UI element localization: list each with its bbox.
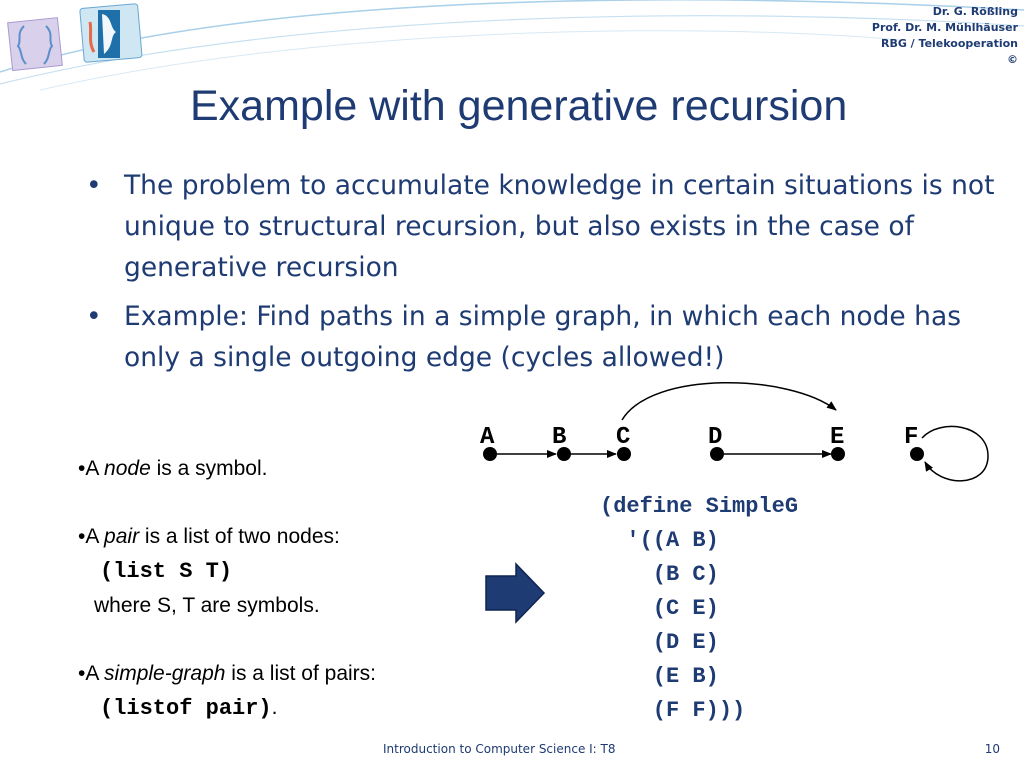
scheme-code-block: (define SimpleG '((A B) (B C) (C E) (D E… <box>600 490 798 728</box>
bullet-icon: • <box>86 301 102 332</box>
pair-code: (list S T) <box>100 559 233 584</box>
node-definition: •A node is a symbol. <box>78 457 268 480</box>
bullet-item: • The problem to accumulate knowledge in… <box>86 165 1001 288</box>
data-definitions: •A node is a symbol. •A pair is a list o… <box>78 452 376 726</box>
node-label-a: A <box>480 424 495 451</box>
credit-line: © <box>1007 53 1018 66</box>
simple-graph-definition: •A simple-graph is a list of pairs: <box>78 662 376 685</box>
bullet-item: • Example: Find paths in a simple graph,… <box>86 296 1001 378</box>
code-line: (E B) <box>600 664 719 689</box>
node-label-c: C <box>616 424 630 451</box>
bullet-text: The problem to accumulate knowledge in c… <box>124 170 995 283</box>
node-c-dot <box>617 447 631 461</box>
code-line: '((A B) <box>600 528 719 553</box>
pair-where-text: where S, T are symbols. <box>94 594 320 617</box>
right-arrow-icon <box>485 562 546 624</box>
code-line: (define SimpleG <box>600 494 799 519</box>
faces-logo-icon <box>7 17 63 72</box>
bullet-icon: • <box>86 170 102 201</box>
node-label-d: D <box>708 424 722 451</box>
node-label-f: F <box>904 424 918 451</box>
pair-definition: •A pair is a list of two nodes: <box>78 525 340 548</box>
node-f-dot <box>910 447 924 461</box>
node-label-e: E <box>830 424 844 451</box>
term-simple-graph: simple-graph <box>104 662 226 685</box>
term-pair: pair <box>104 525 140 548</box>
node-a-dot <box>483 447 497 461</box>
code-line: (F F))) <box>600 698 746 723</box>
term-node: node <box>104 457 151 480</box>
credit-line: RBG / Telekooperation <box>880 37 1018 50</box>
node-b-dot <box>557 447 571 461</box>
author-credits: Dr. G. Rößling Prof. Dr. M. Mühlhäuser R… <box>872 4 1018 68</box>
edge-c-e <box>621 382 837 421</box>
credit-line: Prof. Dr. M. Mühlhäuser <box>871 21 1018 34</box>
footer-course-title: Introduction to Computer Science I: T8 <box>383 742 616 756</box>
credit-line: Dr. G. Rößling <box>932 5 1018 18</box>
node-label-b: B <box>552 424 566 451</box>
footer-page-number: 10 <box>984 742 1000 756</box>
graph-code: (listof pair) <box>100 696 272 721</box>
node-e-dot <box>831 447 845 461</box>
profile-logo-icon <box>79 3 143 63</box>
bullet-text: Example: Find paths in a simple graph, i… <box>124 301 962 373</box>
bullet-list: • The problem to accumulate knowledge in… <box>86 165 1001 386</box>
code-line: (C E) <box>600 596 719 621</box>
node-d-dot <box>710 447 724 461</box>
slide-title: Example with generative recursion <box>190 82 848 130</box>
simple-graph-diagram: A B C D E F <box>480 382 989 482</box>
edge-f-f <box>921 425 989 482</box>
code-line: (B C) <box>600 562 719 587</box>
code-line: (D E) <box>600 630 719 655</box>
